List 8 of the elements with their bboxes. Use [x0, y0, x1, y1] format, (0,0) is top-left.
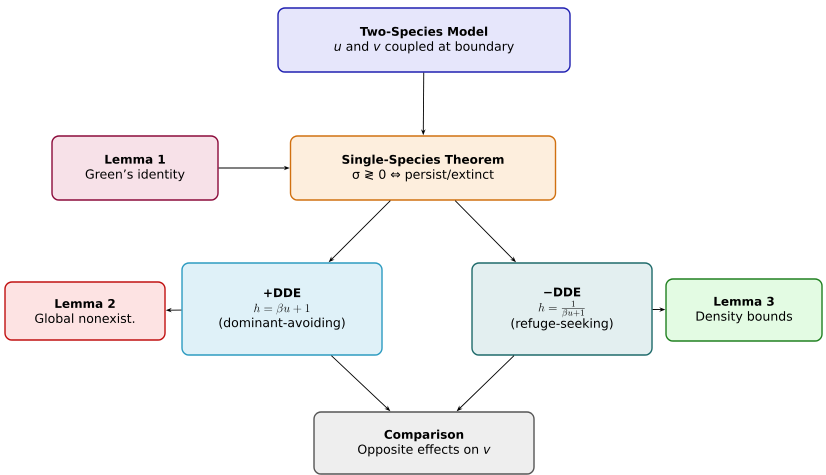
case-box: +DDE $h = \beta u + 1$ (dominant-avoiding): [181, 262, 383, 356]
lemma-box: Lemma 3 Density bounds: [665, 278, 823, 342]
theorem-box: Single-Species Theorem σ ≷ 0 ⇔ persist/extinct: [290, 135, 556, 201]
lemma-box: Lemma 1 Green’s identity: [51, 135, 219, 201]
lemma-box: Lemma 2 Global nonexist.: [4, 281, 166, 341]
model-box: Two-Species Model u and v coupled at boundary: [277, 7, 571, 73]
result-box: Comparison Opposite effects on v: [313, 411, 535, 475]
case-box: −DDE $h = \frac{1}{\beta u+1}$ (refuge-seeking): [471, 262, 653, 356]
